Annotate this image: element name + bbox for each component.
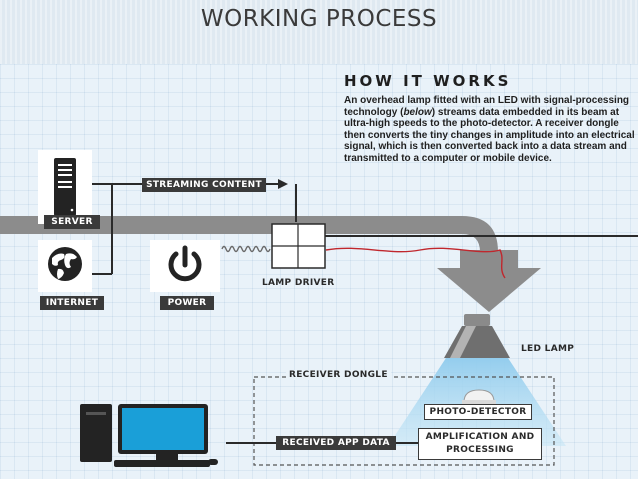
photo-detector-label: PHOTO-DETECTOR [424,404,532,420]
led-lamp-icon [444,314,510,358]
power-label: POWER [160,296,214,310]
globe-icon [38,240,92,292]
title-band [0,0,638,64]
receiver-dongle-label: RECEIVER DONGLE [286,370,391,380]
internet-label: INTERNET [40,296,104,310]
how-it-works-body-emphasis: below [403,106,432,118]
server-icon [38,150,92,224]
computer-icon [80,404,218,467]
lamp-driver-icon [271,223,326,269]
lamp-driver-label: LAMP DRIVER [262,278,335,288]
infographic: HOW IT WORKS An overhead lamp fitted wit… [0,64,638,479]
photo-detector-icon [462,389,496,408]
led-lamp-label: LED LAMP [521,344,575,354]
how-it-works-heading: HOW IT WORKS [344,72,512,90]
how-it-works-body-start: An overhead lamp fitted with an LED with… [344,95,630,118]
signal-wire [325,247,506,279]
amplification-label-line1: AMPLIFICATION AND [425,432,535,442]
received-app-data-label: RECEIVED APP DATA [276,436,396,450]
receiver-dongle-border [253,376,555,466]
amplification-box: AMPLIFICATION AND PROCESSING [418,428,542,460]
data-band [0,216,498,266]
streaming-content-label: STREAMING CONTENT [142,178,266,192]
stream-arrowhead [278,179,288,189]
amplification-label-line2: PROCESSING [446,445,514,455]
page-title: WORKING PROCESS [200,6,438,32]
diagram-graphics [0,150,638,467]
power-icon [150,240,220,292]
server-label: SERVER [44,215,100,229]
power-coil [221,245,271,253]
down-arrow [437,250,541,312]
how-it-works-body: An overhead lamp fitted with an LED with… [344,95,636,164]
how-it-works-body-end: ) streams data embedded in its beam at u… [344,106,635,164]
